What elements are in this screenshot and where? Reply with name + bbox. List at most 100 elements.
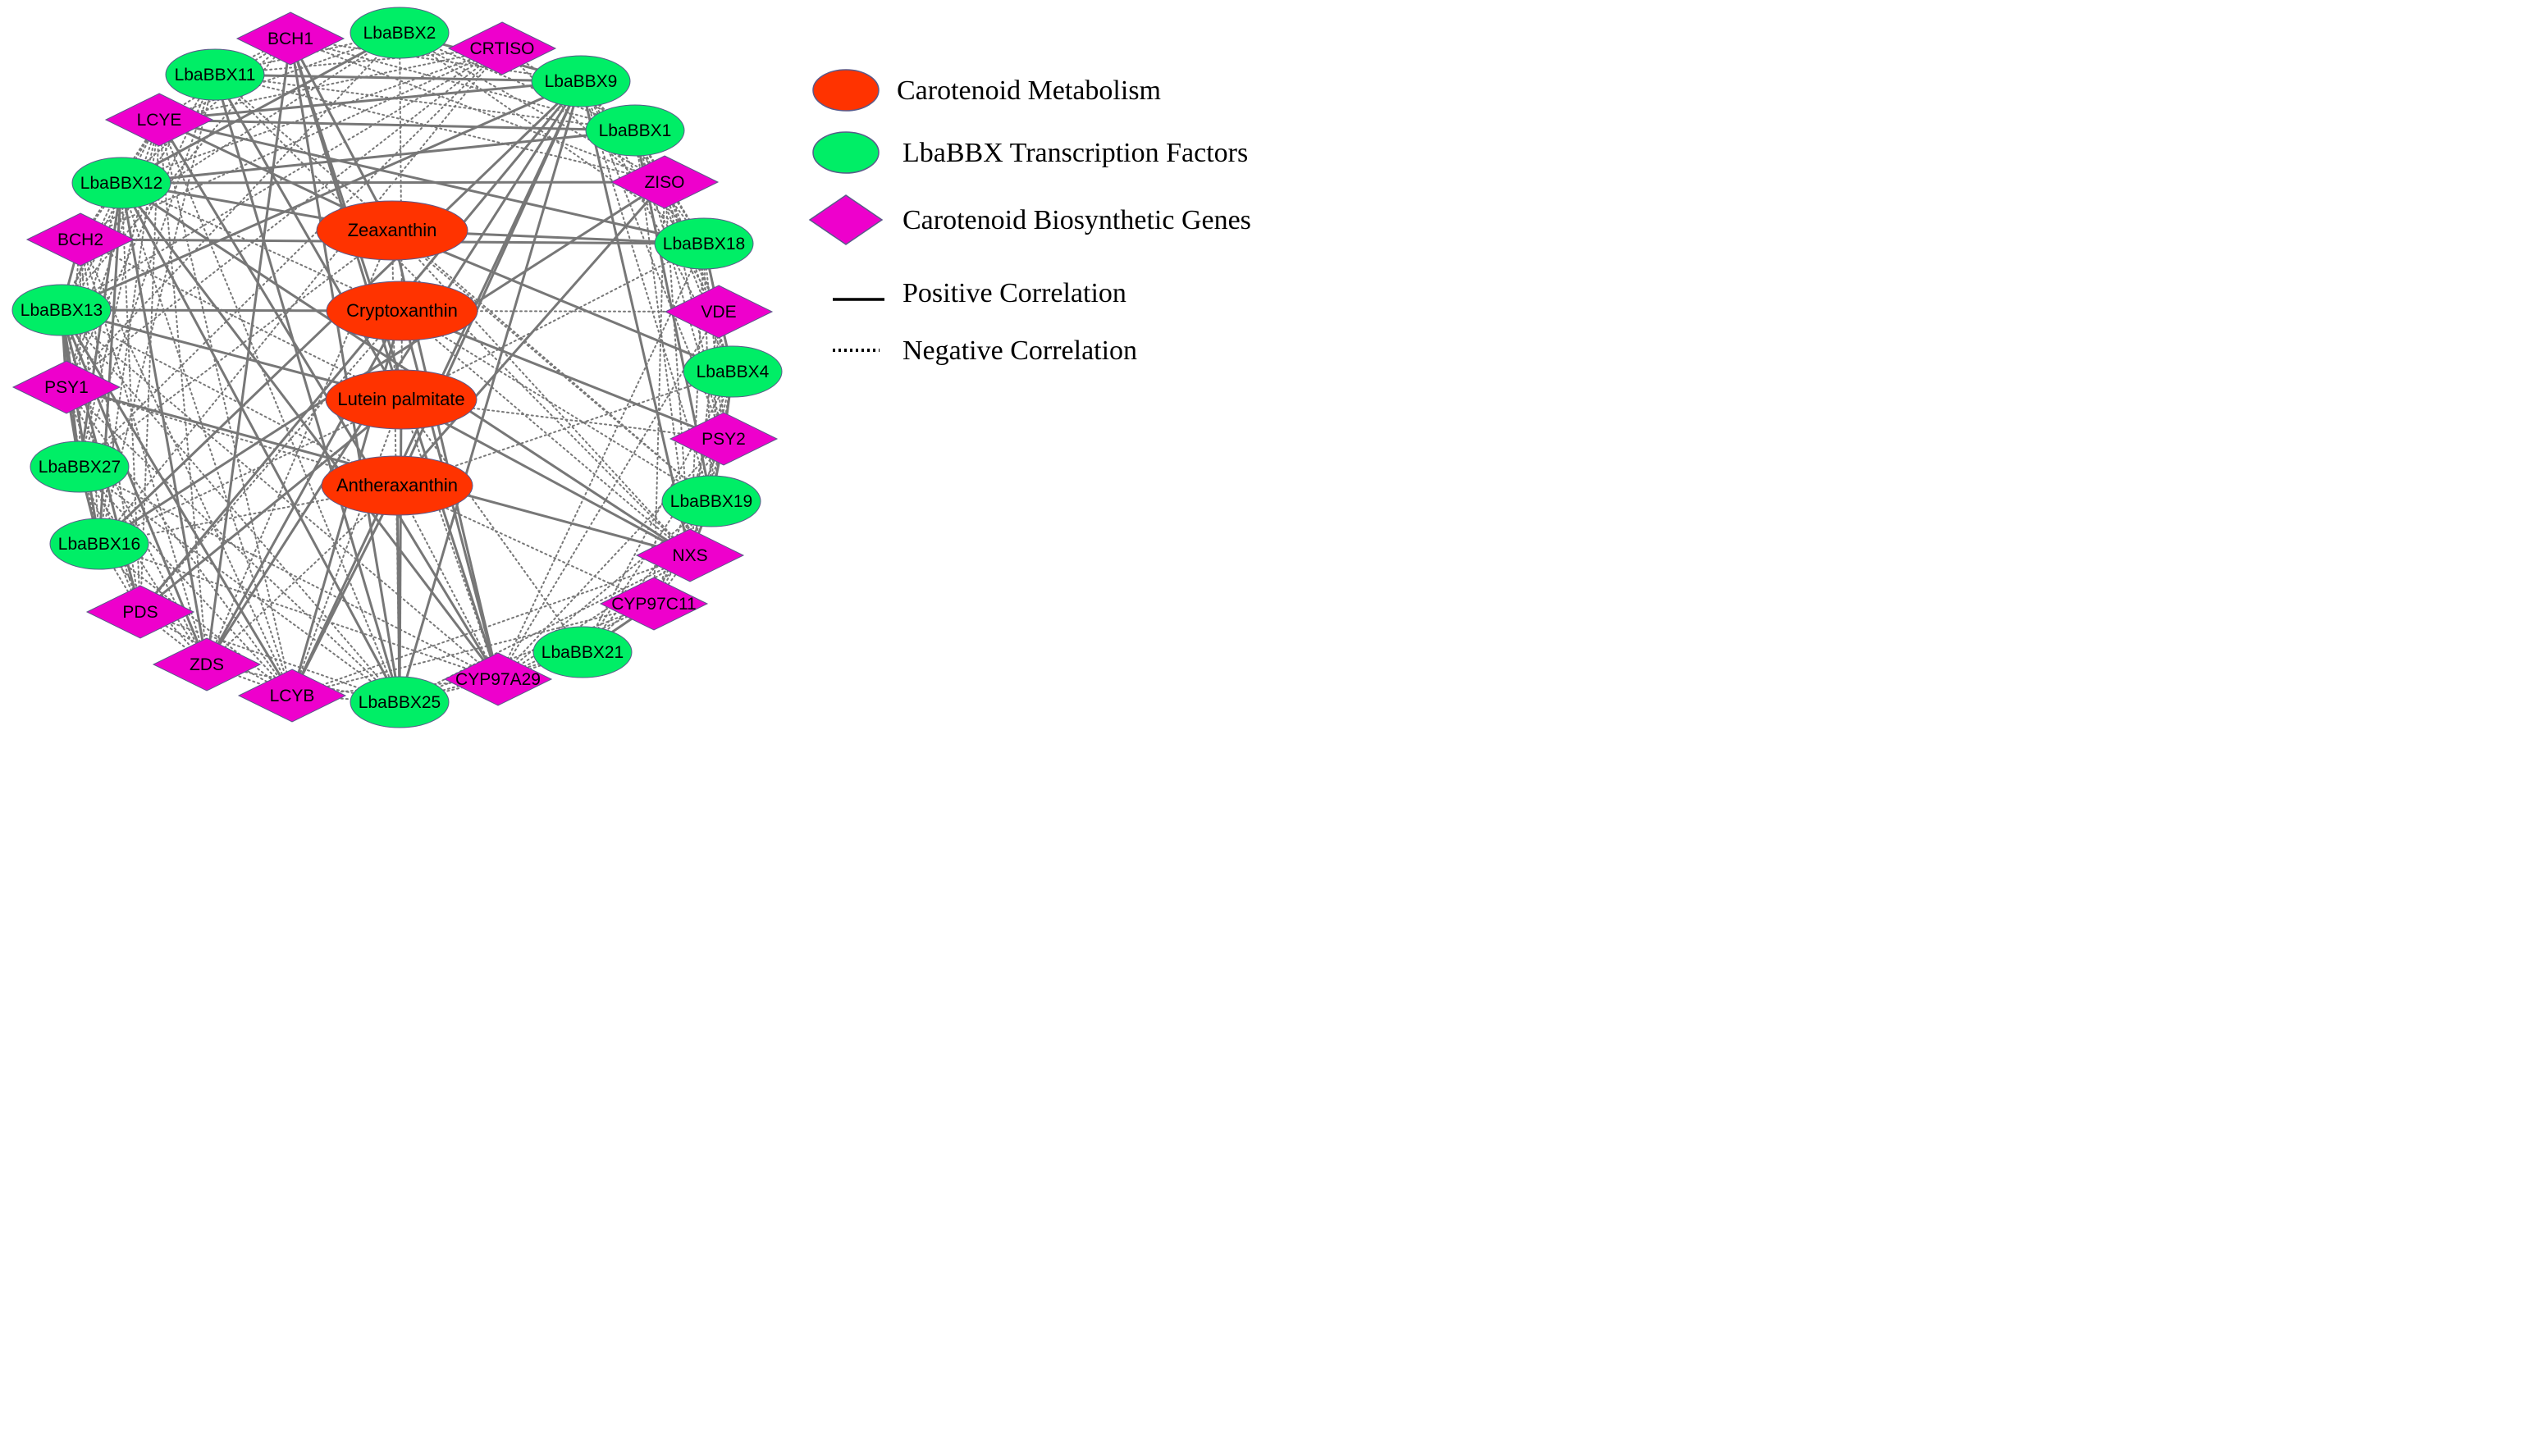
node-antheraxanthin: Antheraxanthin — [321, 455, 473, 516]
negative-correlation-edge — [703, 243, 724, 440]
node-label: LbaBBX25 — [359, 693, 441, 712]
node-label: LbaBBX19 — [670, 492, 752, 511]
node-lbabbx4: LbaBBX4 — [683, 345, 783, 398]
negative-correlation-edge — [396, 485, 499, 680]
legend-label: LbaBBX Transcription Factors — [902, 138, 1248, 168]
node-shape — [11, 360, 121, 414]
negative-correlation-edge — [98, 543, 293, 696]
negative-correlation-edge — [214, 74, 691, 556]
positive-correlation-edge — [139, 398, 402, 614]
negative-correlation-edge — [98, 48, 503, 545]
negative-correlation-edge — [61, 119, 160, 311]
node-label: ZDS — [190, 655, 224, 674]
positive-correlation-edge — [61, 80, 582, 312]
node-label: LbaBBX11 — [175, 66, 256, 84]
negative-correlation-edge — [396, 181, 665, 486]
node-label: PSY2 — [701, 430, 746, 449]
node-lbabbx1: LbaBBX1 — [585, 104, 685, 157]
node-label: LbaBBX27 — [39, 458, 121, 477]
legend-item-metabolite: Carotenoid Metabolism — [812, 69, 1161, 112]
negative-correlation-edge — [401, 310, 691, 556]
node-shape — [585, 104, 685, 157]
negative-correlation-edge — [61, 309, 100, 545]
node-label: LCYE — [137, 111, 182, 130]
node-shape — [104, 93, 214, 147]
node-zds: ZDS — [152, 637, 262, 691]
node-shape — [443, 652, 553, 706]
legend-item-positive: Positive Correlation — [833, 278, 1126, 308]
positive-correlation-edge — [120, 182, 208, 665]
legend-item-transcription-factor: LbaBBX Transcription Factors — [812, 131, 1248, 174]
positive-correlation-edge — [398, 80, 583, 703]
negative-correlation-edge — [98, 74, 216, 545]
node-shape — [532, 626, 633, 678]
node-label: ZISO — [644, 173, 684, 192]
negative-correlation-edge — [580, 80, 705, 244]
negative-correlation-edge — [711, 311, 720, 502]
negative-correlation-edge — [291, 399, 402, 696]
node-shape — [654, 217, 754, 270]
node-label: Antheraxanthin — [336, 475, 458, 495]
legend-swatch — [812, 131, 880, 174]
negative-correlation-edge — [497, 243, 705, 680]
node-label: Cryptoxanthin — [346, 300, 458, 321]
node-shape — [237, 669, 347, 723]
negative-correlation-edge — [399, 603, 655, 703]
negative-correlation-edge — [66, 48, 503, 388]
node-cyp97c11: CYP97C11 — [599, 577, 709, 631]
node-label: LbaBBX4 — [697, 363, 770, 381]
negative-correlation-edge — [497, 555, 691, 680]
node-label: NXS — [672, 546, 707, 565]
negative-correlation-edge — [80, 239, 293, 696]
positive-correlation-edge — [120, 182, 500, 680]
node-shape — [599, 577, 709, 631]
node-shape — [683, 345, 783, 398]
node-psy2: PSY2 — [669, 412, 779, 466]
negative-correlation-edge — [61, 309, 398, 486]
positive-correlation-edge — [290, 485, 399, 696]
negative-correlation-edge — [400, 399, 499, 680]
negative-correlation-edge — [61, 309, 499, 680]
node-label: CRTISO — [470, 39, 535, 58]
negative-correlation-edge — [634, 130, 720, 313]
negative-correlation-edge — [291, 603, 655, 696]
node-label: LbaBBX9 — [545, 72, 618, 91]
negative-correlation-edge — [214, 74, 712, 502]
negative-correlation-edge — [206, 485, 398, 665]
negative-correlation-edge — [66, 386, 141, 613]
node-lbabbx27: LbaBBX27 — [30, 440, 130, 493]
negative-correlation-edge — [139, 611, 400, 703]
node-lbabbx9: LbaBBX9 — [531, 55, 631, 107]
negative-correlation-edge — [391, 230, 691, 556]
node-label: LbaBBX2 — [363, 24, 436, 43]
node-label: LbaBBX1 — [599, 121, 672, 140]
negative-correlation-edge — [290, 38, 582, 82]
negative-correlation-edge — [582, 500, 712, 653]
node-lbabbx13: LbaBBX13 — [11, 284, 112, 336]
node-label: CYP97C11 — [611, 595, 697, 614]
node-shape — [25, 212, 135, 267]
negative-correlation-edge — [98, 399, 402, 545]
negative-correlation-edge — [400, 399, 583, 653]
negative-correlation-edge — [214, 74, 665, 183]
negative-correlation-edge — [158, 119, 293, 696]
node-bch2: BCH2 — [25, 212, 135, 267]
legend-item-negative: Negative Correlation — [833, 335, 1137, 366]
positive-correlation-edge — [289, 38, 394, 231]
node-shape — [531, 55, 631, 107]
node-cyp97a29: CYP97A29 — [443, 652, 553, 706]
node-lbabbx16: LbaBBX16 — [49, 518, 149, 570]
node-shape — [447, 21, 557, 75]
negative-correlation-edge — [291, 555, 691, 696]
legend-item-biosynthetic-gene: Carotenoid Biosynthetic Genes — [808, 194, 1251, 245]
negative-correlation-edge — [664, 181, 733, 372]
positive-correlation-edge — [139, 80, 583, 613]
node-label: LbaBBX18 — [663, 235, 745, 253]
node-zeaxanthin: Zeaxanthin — [316, 200, 468, 261]
negative-correlation-edge — [139, 119, 160, 613]
node-shape — [664, 285, 774, 339]
positive-correlation-edge — [213, 74, 401, 703]
